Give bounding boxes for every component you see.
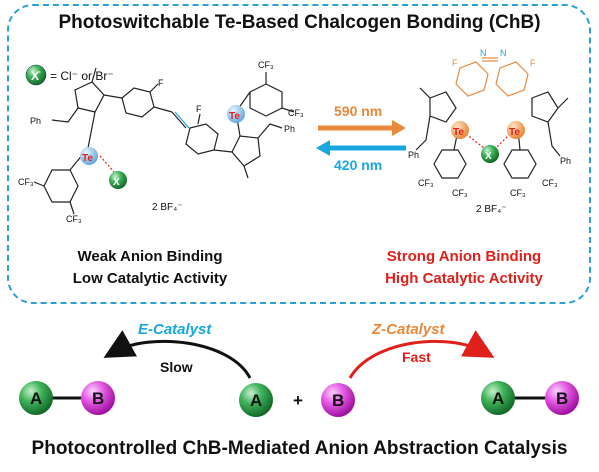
back-wavelength: 420 nm (334, 157, 382, 173)
b-ball-icon (81, 381, 115, 415)
cf3-label: CF₃ (66, 214, 82, 224)
f-label: F (196, 104, 202, 114)
fast-arrow (348, 330, 495, 379)
e-catalyst-label: E-Catalyst (138, 321, 212, 338)
back-arrowhead (316, 140, 330, 156)
te-atom-icon (451, 121, 469, 139)
te-atom-icon (227, 105, 245, 123)
bottom-title: Photocontrolled ChB-Mediated Anion Abstr… (31, 438, 568, 459)
left-molecule (33, 67, 295, 215)
f-label: F (452, 58, 458, 68)
a-ball-icon (481, 381, 515, 415)
legend-text: = Cl⁻ or Br⁻ (50, 69, 114, 83)
b-ball-icon (545, 381, 579, 415)
anion-ball-icon (481, 145, 499, 163)
cf3-label: CF₃ (542, 178, 558, 188)
benzyl-label: Ph (284, 124, 295, 134)
cf3-label: CF₃ (18, 177, 34, 187)
ball-b-label: B (332, 391, 344, 410)
legend: X - = Cl⁻ or Br⁻ (25, 64, 114, 86)
te-label: Te (453, 127, 464, 138)
right-binding-label: Strong Anion Binding (386, 248, 542, 265)
slow-arrow (103, 330, 252, 379)
right-molecule (415, 57, 569, 179)
anion-label: X (113, 177, 120, 188)
anion-label: X (485, 151, 492, 162)
forward-arrowhead (392, 120, 406, 136)
ball-b-label: B (92, 389, 104, 408)
te-label: Te (82, 153, 93, 164)
b-ball-icon (321, 383, 355, 417)
a-ball-icon (19, 381, 53, 415)
ion-ball-icon (25, 64, 47, 86)
slow-label: Slow (160, 359, 193, 375)
benzyl-label: Ph (408, 150, 419, 160)
azo-n-label: N (500, 48, 507, 58)
cf3-label: CF₃ (258, 60, 274, 70)
te-atom-icon (80, 147, 98, 165)
page-title: Photoswitchable Te-Based Chalcogen Bondi… (58, 12, 541, 33)
ball-b-label: B (556, 389, 568, 408)
cf3-label: CF₃ (418, 178, 434, 188)
ball-a-label: A (250, 391, 262, 410)
f-label: F (158, 78, 164, 88)
cf3-label: CF₃ (452, 188, 468, 198)
left-activity-label: Low Catalytic Activity (72, 270, 228, 287)
right-counterion: 2 BF₄⁻ (476, 204, 506, 215)
te-label: Te (229, 111, 240, 122)
anion-ball-icon (109, 171, 127, 189)
f-label: F (530, 58, 536, 68)
azo-n-label: N (480, 48, 487, 58)
fast-label: Fast (402, 349, 431, 365)
plus-sign: + (293, 391, 303, 410)
ball-a-label: A (492, 389, 504, 408)
dashed-frame (7, 4, 591, 304)
left-counterion: 2 BF₄⁻ (152, 202, 182, 213)
left-binding-label: Weak Anion Binding (77, 248, 223, 265)
ball-a-label: A (30, 389, 42, 408)
right-activity-label: High Catalytic Activity (385, 270, 543, 287)
switch-arrows: 590 nm 420 nm (316, 103, 406, 173)
legend-ion-label: X (31, 69, 39, 83)
a-ball-icon (239, 383, 273, 417)
te-atom-icon (507, 121, 525, 139)
benzyl-label: Ph (30, 116, 41, 126)
cf3-label: CF₃ (510, 188, 526, 198)
forward-wavelength: 590 nm (334, 103, 382, 119)
te-label: Te (509, 127, 520, 138)
legend-ion-sup: - (38, 67, 41, 76)
benzyl-label: Ph (560, 156, 571, 166)
cf3-label: CF₃ (288, 108, 304, 118)
z-catalyst-label: Z-Catalyst (371, 321, 446, 338)
